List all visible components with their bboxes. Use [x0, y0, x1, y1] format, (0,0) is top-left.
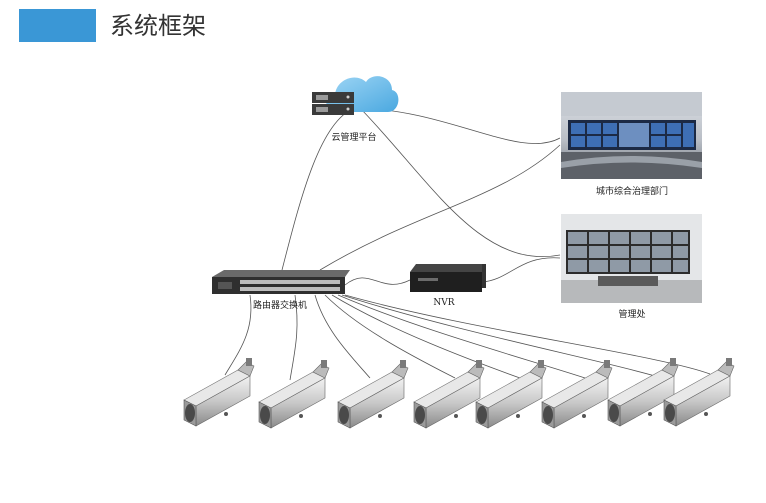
city-dept-label: 城市综合治理部门 — [595, 187, 669, 197]
page-title: 系统框架 — [110, 12, 206, 40]
mgmt-office-label: 管理处 — [618, 310, 646, 320]
cloud-label: 云管理平台 — [331, 133, 377, 143]
nvr-icon — [410, 264, 486, 292]
camera-icon — [337, 359, 409, 429]
cloud-server-icon — [312, 76, 399, 115]
switch-label: 路由器交换机 — [252, 301, 308, 311]
camera-icon — [183, 357, 255, 427]
control-room-photo — [561, 92, 702, 179]
video-wall-photo — [561, 214, 702, 303]
camera-icon — [413, 359, 485, 429]
camera-icons — [183, 357, 735, 429]
network-switch-icon — [212, 270, 350, 294]
camera-icon — [258, 359, 330, 429]
nvr-label: NVR — [433, 298, 455, 308]
camera-icon — [475, 359, 547, 429]
camera-icon — [541, 359, 613, 429]
title-accent-bar — [19, 9, 96, 42]
connection-lines — [224, 107, 711, 381]
